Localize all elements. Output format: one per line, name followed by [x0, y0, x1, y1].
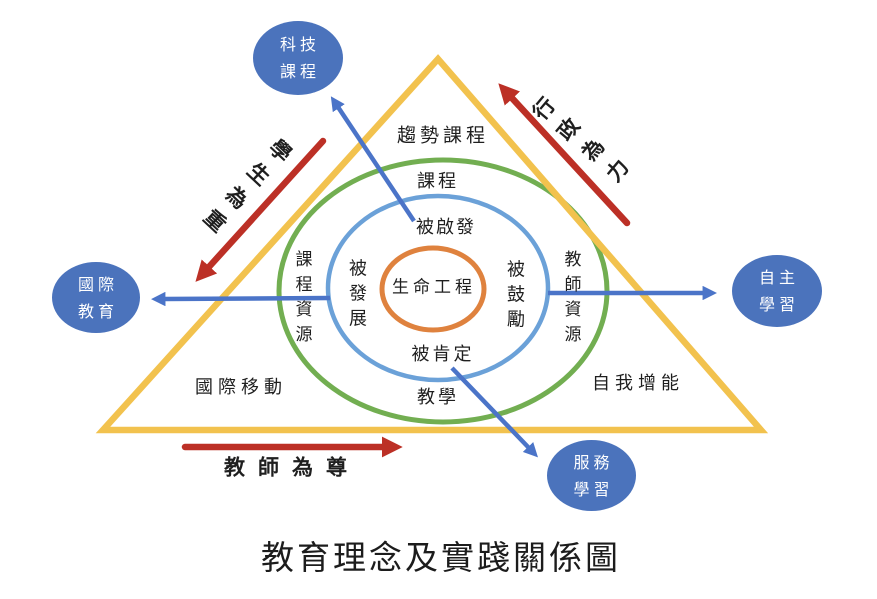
node-tech-curriculum-line1: 科技 [279, 35, 320, 54]
node-service-learning: 服務 學習 [547, 440, 636, 511]
arrow-to-tech-curriculum [330, 96, 416, 223]
label-teacher-resources: 教師資源 [560, 250, 581, 350]
arrow-administration-support [498, 83, 631, 227]
label-curriculum-resources: 課程資源 [291, 250, 312, 350]
node-service-learning-line1: 服務 [573, 452, 614, 472]
center-ring-life-engineering [379, 245, 487, 333]
node-tech-curriculum-line2: 課程 [279, 62, 320, 81]
label-curriculum: 課程 [417, 171, 459, 192]
page-title: 教育理念及實踐關係圖 [261, 538, 621, 577]
label-trend-curriculum: 趨勢課程 [396, 124, 490, 147]
label-life-engineering: 生命工程 [392, 277, 476, 298]
node-self-directed-learning-line2: 學習 [758, 295, 799, 314]
label-affirmed: 被肯定 [411, 344, 475, 365]
node-international-education-line2: 教育 [77, 301, 118, 321]
node-self-directed-learning: 自主 學習 [732, 255, 822, 327]
label-teaching: 教學 [417, 387, 459, 408]
label-developed: 被發展 [346, 258, 367, 334]
node-international-education-line1: 國際 [77, 274, 118, 294]
node-tech-curriculum: 科技 課程 [253, 21, 343, 95]
label-inspired: 被啟發 [416, 217, 476, 238]
node-service-learning-line2: 學習 [573, 479, 614, 499]
node-self-directed-learning-line1: 自主 [758, 268, 799, 287]
label-self-empowerment: 自我增能 [592, 373, 684, 394]
arrow-to-international-education [151, 291, 331, 307]
middle-ring-student [325, 193, 551, 383]
arrow-to-service-learning [450, 366, 538, 458]
label-international-mobility: 國際移動 [195, 377, 287, 398]
arrow-students-first [195, 137, 327, 282]
node-international-education: 國際 教育 [52, 262, 140, 333]
label-teachers-respected: 教師為尊 [224, 454, 360, 480]
label-encouraged: 被鼓勵 [504, 259, 525, 335]
triangle-outline [95, 54, 769, 434]
